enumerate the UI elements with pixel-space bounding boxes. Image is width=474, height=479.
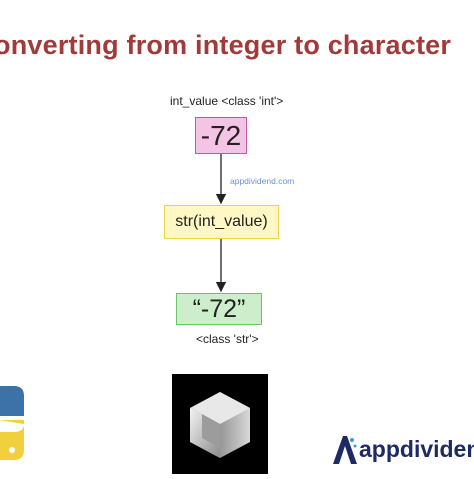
brand-name: appdividend bbox=[359, 435, 474, 462]
str-value-text: “-72” bbox=[192, 294, 246, 323]
cube-logo-icon bbox=[190, 392, 250, 458]
str-function-box: str(int_value) bbox=[164, 205, 279, 239]
output-type-caption: <class 'str'> bbox=[196, 332, 259, 346]
int-value-text: -72 bbox=[200, 119, 242, 151]
python-logo-icon bbox=[0, 386, 24, 460]
watermark-text: appdividend.com bbox=[230, 176, 295, 186]
str-function-text: str(int_value) bbox=[175, 213, 268, 230]
brand-logo: appdividend bbox=[331, 432, 474, 466]
cube-logo-tile bbox=[172, 374, 268, 474]
int-value-box: -72 bbox=[195, 117, 247, 154]
input-type-caption: int_value <class 'int'> bbox=[170, 94, 284, 108]
page-title: onverting from integer to character bbox=[0, 30, 452, 60]
str-value-box: “-72” bbox=[176, 293, 262, 325]
appdividend-logo-icon bbox=[333, 436, 357, 464]
